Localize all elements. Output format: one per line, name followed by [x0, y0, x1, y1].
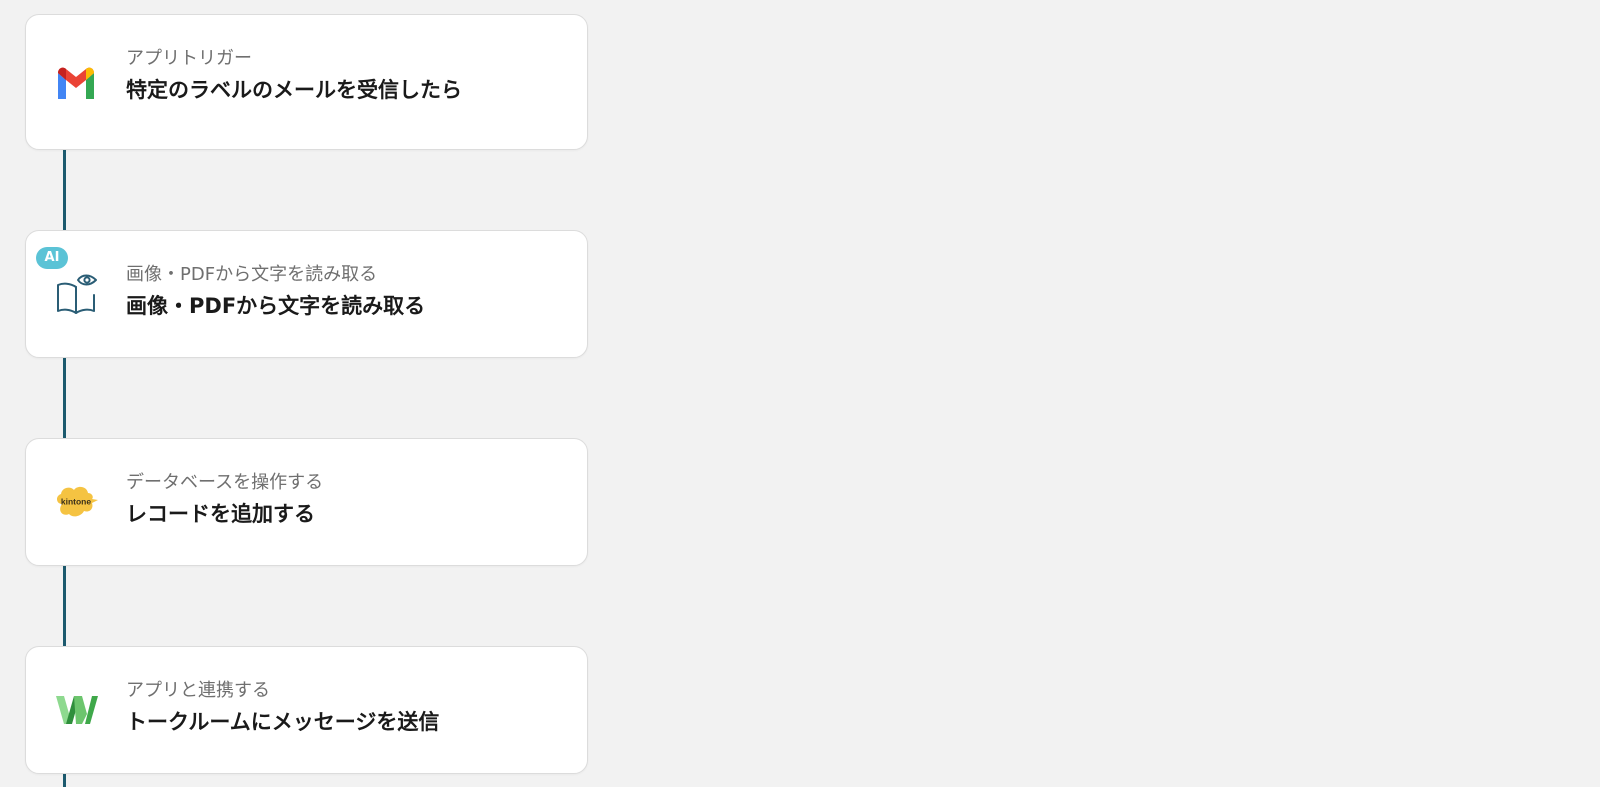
svg-text:kintone: kintone	[61, 497, 91, 507]
step-action-title: 特定のラベルのメールを受信したら	[126, 78, 462, 102]
ai-ocr-book-eye-icon	[52, 269, 100, 317]
step-type-label: アプリトリガー	[126, 48, 252, 69]
step-type-label: データベースを操作する	[126, 472, 324, 493]
flow-connector	[63, 774, 66, 787]
step-type-label: アプリと連携する	[126, 680, 270, 701]
flow-step-card-gmail-trigger[interactable]: アプリトリガー 特定のラベルのメールを受信したら	[25, 14, 588, 150]
step-action-title: レコードを追加する	[126, 502, 315, 526]
flow-step-card-ocr[interactable]: AI 画像・PDFから文字を読み取る 画像・PDFから文字を読み取る	[25, 230, 588, 358]
flow-step-card-kintone[interactable]: kintone データベースを操作する レコードを追加する	[25, 438, 588, 566]
gmail-icon	[52, 59, 100, 107]
flow-step-card-lineworks[interactable]: アプリと連携する トークルームにメッセージを送信	[25, 646, 588, 774]
flow-connector	[63, 566, 66, 646]
flow-connector	[63, 358, 66, 438]
ai-badge: AI	[36, 247, 68, 269]
step-type-label: 画像・PDFから文字を読み取る	[126, 264, 378, 285]
step-action-title: トークルームにメッセージを送信	[126, 710, 440, 734]
flow-connector	[63, 150, 66, 230]
lineworks-icon	[52, 687, 100, 735]
kintone-icon: kintone	[52, 479, 100, 527]
step-action-title: 画像・PDFから文字を読み取る	[126, 294, 426, 318]
